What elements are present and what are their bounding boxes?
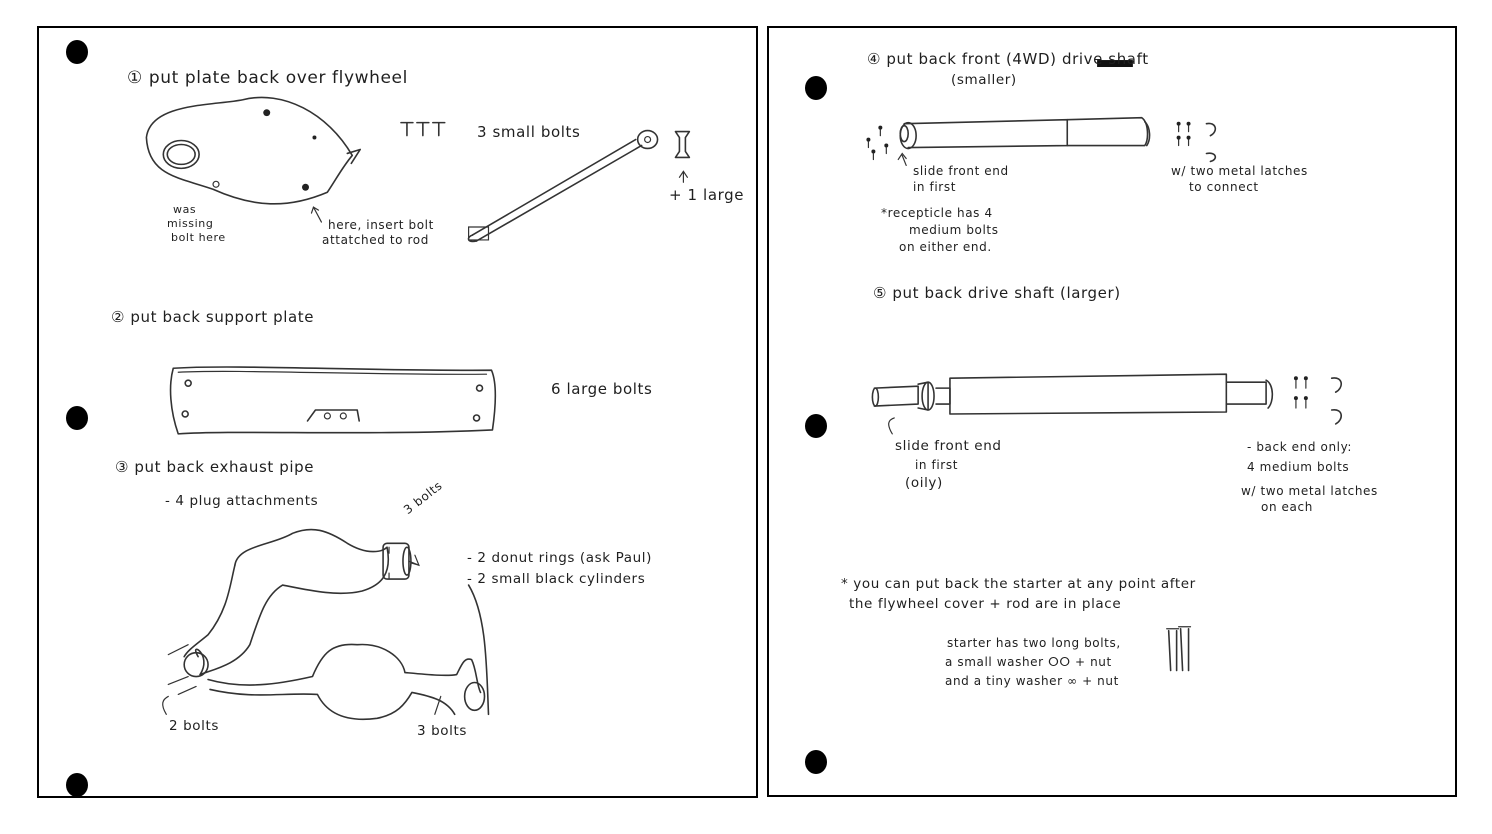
binder-hole [805,414,827,438]
instruction-page-left: ① put plate back over flywheel 3 small b… [37,26,758,798]
slide-front-note: slide front end [895,438,1002,454]
starter-detail: a small washer ⵔⵔ + nut [945,655,1112,669]
starter-detail: starter has two long bolts, [947,636,1121,650]
step2-heading: ② put back support plate [111,308,315,326]
back-end-note: on each [1261,500,1313,514]
missing-note-line: missing [167,217,214,230]
binder-hole [805,750,827,774]
main-drive-shaft-sketch [871,373,1342,435]
oily-note: (oily) [905,475,943,491]
small-bolts-label: 3 small bolts [477,123,581,141]
left-bolts-label: 2 bolts [169,718,219,734]
support-plate-sketch [169,366,497,435]
starter-note: * you can put back the starter at any po… [841,576,1196,592]
starter-detail: and a tiny washer ∞ + nut [945,674,1119,688]
bottom-bolts-label: 3 bolts [417,723,467,739]
flywheel-plate-sketch [145,96,362,205]
slide-front-note: slide front end [913,164,1009,178]
large-bolts-label: 6 large bolts [551,380,653,398]
metal-latches-note: w/ two metal latches [1171,164,1308,178]
rod-sketch [467,129,659,243]
recepticle-note: *recepticle has 4 [881,206,993,220]
step1-heading: ① put plate back over flywheel [127,68,408,88]
large-bolt-icon [674,130,691,183]
missing-note-line: bolt here [171,231,226,244]
scribble-mark [1097,60,1133,68]
binder-hole [66,40,88,64]
metal-latches-note: to connect [1189,180,1259,194]
step4-heading: ④ put back front (4WD) drive shaft [867,50,1149,68]
insert-bolt-note: attatched to rod [322,233,429,247]
binder-hole [66,773,88,797]
black-cylinders-note: - 2 small black cylinders [467,571,646,587]
back-end-note: w/ two metal latches [1241,484,1378,498]
missing-note-line: was [173,203,197,216]
starter-long-bolts-icon [1166,626,1192,672]
slide-front-note: in first [915,458,959,472]
starter-note: the flywheel cover + rod are in place [849,596,1122,612]
step4-subheading: (smaller) [951,72,1017,88]
instruction-page-right: ④ put back front (4WD) drive shaft (smal… [767,26,1457,797]
large-bolt-label: + 1 large [669,186,745,204]
back-end-note: - back end only: [1247,440,1353,454]
plug-attachments-note: - 4 plug attachments [165,493,319,509]
insert-bolt-note: here, insert bolt [328,218,434,232]
right-page-sketches [866,60,1342,672]
step5-heading: ⑤ put back drive shaft (larger) [873,284,1121,302]
recepticle-note: on either end. [899,240,992,254]
left-page-sketches [145,96,691,720]
front-drive-shaft-sketch [866,116,1217,167]
donut-rings-note: - 2 donut rings (ask Paul) [467,550,652,566]
slide-front-note: in first [913,180,957,194]
exhaust-pipe-sketch [162,528,490,720]
recepticle-note: medium bolts [909,223,999,237]
binder-hole [805,76,827,100]
back-end-note: 4 medium bolts [1247,460,1350,474]
binder-hole [66,406,88,430]
step3-heading: ③ put back exhaust pipe [115,458,315,476]
small-bolts-icon [400,121,446,137]
arrow-icon [312,206,323,223]
